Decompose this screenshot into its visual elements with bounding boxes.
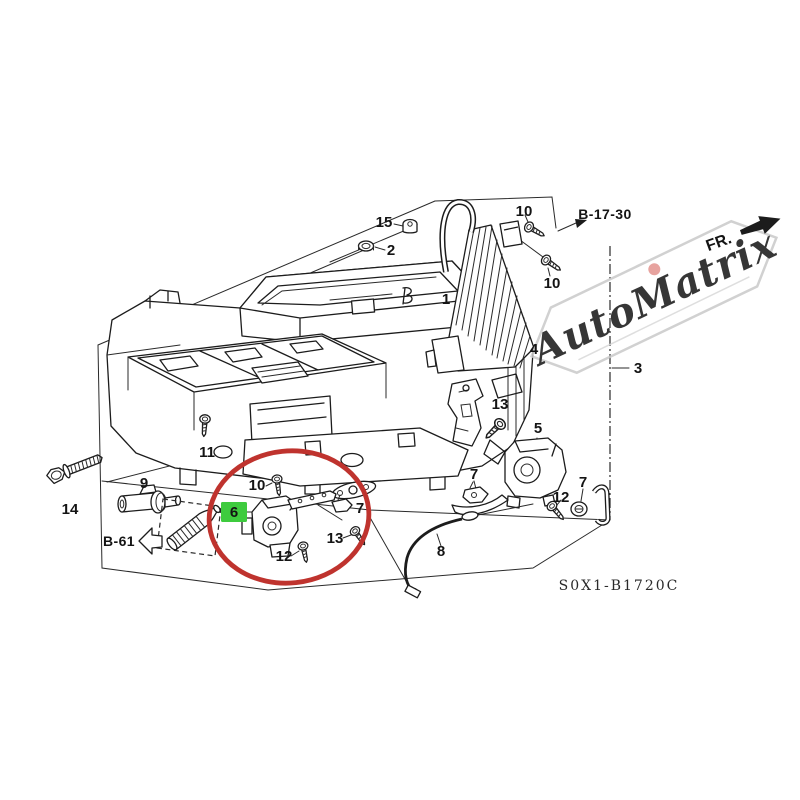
callout-5: 5 (534, 420, 542, 437)
callout-4: 4 (530, 341, 539, 358)
heater-unit-body (106, 260, 534, 495)
grommet-15 (402, 218, 418, 234)
heater-hose-group (156, 498, 222, 557)
callout-7-left: 7 (470, 466, 478, 483)
b61-arrow-icon (138, 527, 163, 555)
watermark-dot (648, 263, 661, 276)
highlight-circle (206, 448, 372, 586)
evaporator-core (425, 199, 535, 374)
clip-1 (402, 286, 413, 305)
watermark: AutoMatrix (521, 219, 784, 376)
callout-3: 3 (634, 360, 642, 377)
callout-8: 8 (437, 543, 445, 560)
callouts: 15 2 1 10 10 4 3 11 14 9 10 7 13 12 13 5… (62, 203, 643, 565)
screw-10-mid (538, 252, 564, 275)
bolt-14 (46, 454, 103, 485)
grommet-7-right (570, 501, 588, 517)
j-rod (592, 484, 611, 526)
callout-7-right: 7 (579, 474, 587, 491)
clip-7-circle (331, 498, 353, 513)
actuator-motor-5 (451, 437, 567, 516)
highlighted-callout-6: 6 (221, 502, 247, 522)
screw-12-circle (296, 540, 312, 564)
callout-14: 14 (62, 501, 79, 518)
watermark-text: AutoMatrix (521, 220, 784, 376)
callout-11: 11 (199, 444, 215, 461)
callout-10-top: 10 (516, 203, 533, 220)
part6-badge-bg (221, 502, 247, 522)
ref-b-61: B-61 (103, 533, 135, 549)
screw-10-circle (270, 473, 285, 497)
valve-fitting-9 (117, 484, 182, 514)
callout-9: 9 (140, 475, 148, 492)
callout-13-circle: 13 (327, 530, 344, 547)
callout-10-mid: 10 (544, 275, 561, 292)
actuator-6-group (241, 480, 377, 558)
ref-b-17-30: B-17-30 (578, 206, 631, 222)
callout-6: 6 (230, 504, 238, 521)
callout-13-right: 13 (492, 396, 509, 413)
nut-2 (357, 240, 375, 252)
control-cable (404, 503, 534, 599)
callout-15: 15 (376, 214, 393, 231)
callout-1: 1 (442, 291, 450, 308)
callout-7-circle: 7 (356, 500, 364, 517)
callout-12-right: 12 (553, 489, 570, 506)
callout-12-circle: 12 (276, 548, 293, 565)
fr-arrow-icon (739, 216, 781, 235)
callout-10-circle: 10 (249, 477, 266, 494)
watermark-frame (529, 219, 779, 375)
screw-10-top (522, 219, 548, 241)
clip-7-left (462, 481, 489, 504)
callout-2: 2 (387, 242, 395, 259)
diagram-code: S0X1-B1720C (559, 578, 680, 594)
mounting-bracket (447, 378, 484, 447)
